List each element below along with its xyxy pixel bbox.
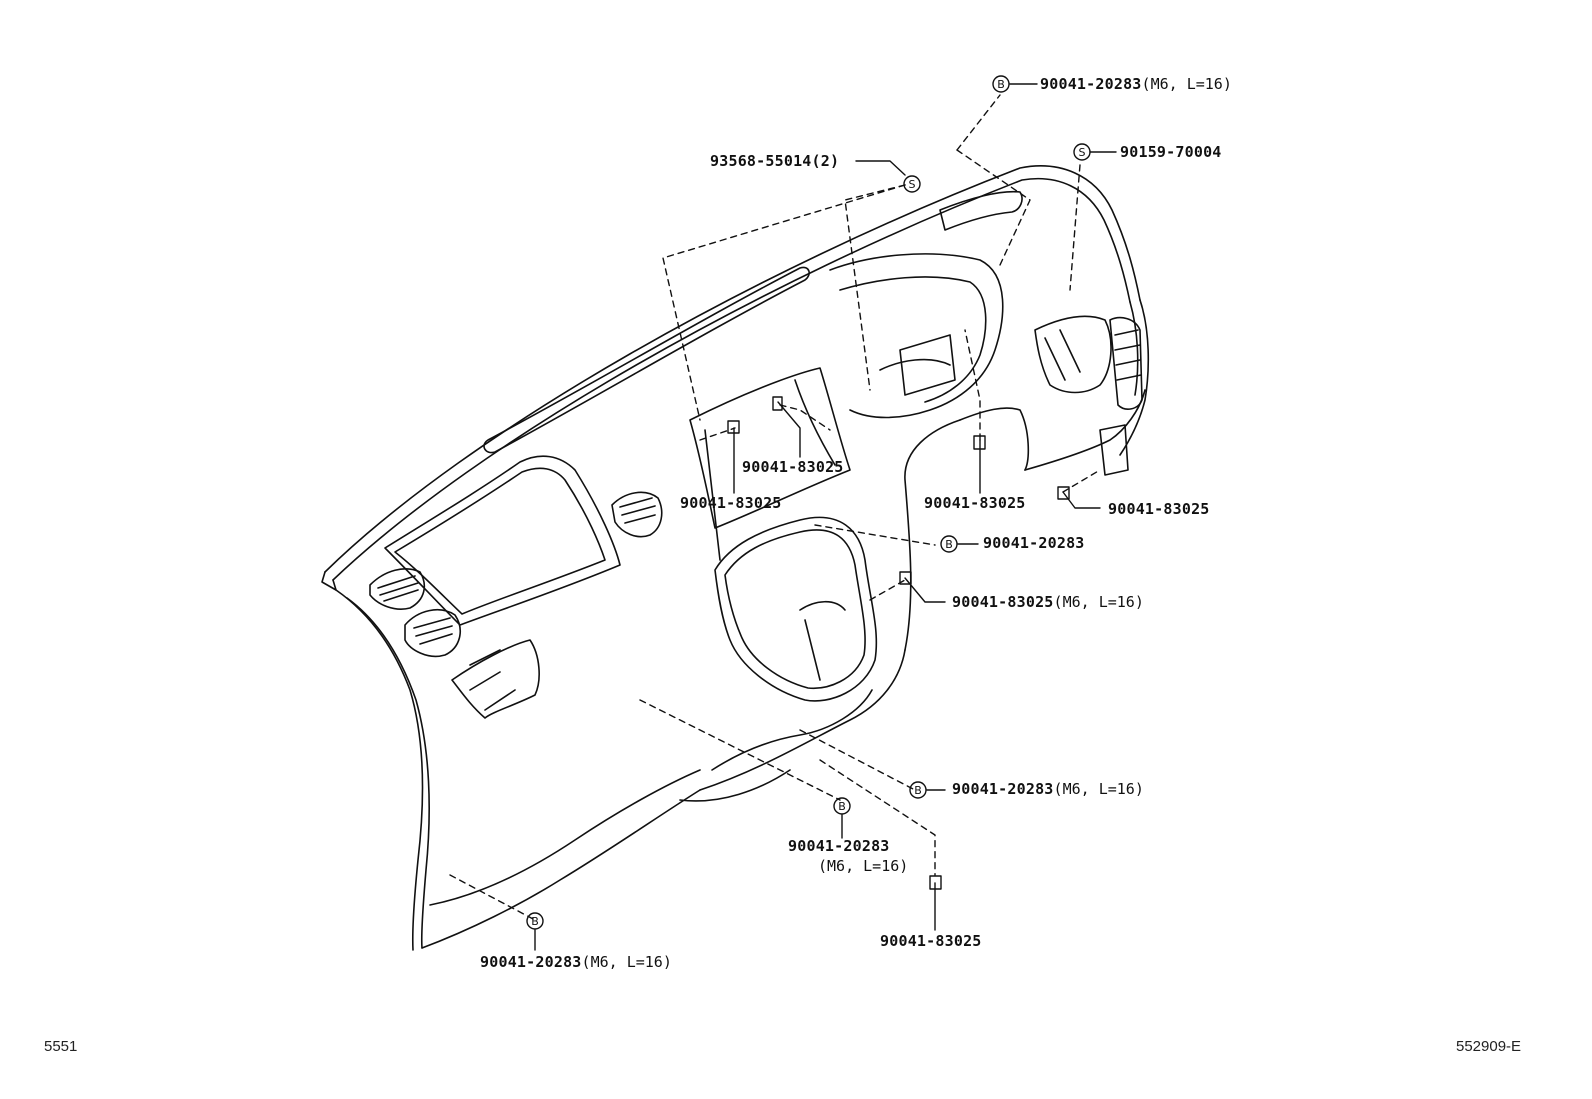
bolt-symbol-icon bbox=[833, 797, 851, 815]
callout-part-label: 90041-83025(M6, L=16) bbox=[952, 593, 1144, 611]
part-number: 90041-83025 bbox=[680, 494, 782, 512]
clip-nut-icon bbox=[899, 571, 912, 585]
clip-nut-icon bbox=[1057, 486, 1070, 500]
instrument-panel-outline bbox=[321, 165, 1150, 951]
part-number: 90041-20283 bbox=[1040, 75, 1142, 93]
symbol-markers bbox=[526, 75, 1091, 930]
part-spec: (M6, L=16) bbox=[818, 857, 909, 875]
bolt-symbol-icon bbox=[992, 75, 1010, 93]
bolt-symbol-letter: B bbox=[531, 915, 539, 928]
part-number: 93568-55014 bbox=[710, 152, 812, 170]
part-number: 90041-83025 bbox=[1108, 500, 1210, 518]
part-number: 90041-83025 bbox=[880, 932, 982, 950]
part-number: 90041-20283 bbox=[952, 780, 1054, 798]
clip-nut-icon bbox=[929, 875, 942, 890]
figure-number-right: 552909-E bbox=[1456, 1038, 1522, 1055]
bolt-symbol-icon bbox=[526, 912, 544, 930]
bolt-symbol-letter: B bbox=[997, 78, 1005, 91]
callout-part-label: 90041-83025 bbox=[880, 932, 982, 950]
part-number: 90041-20283 bbox=[788, 837, 890, 855]
callout-part-label: 90041-83025 bbox=[680, 494, 782, 512]
part-spec: (M6, L=16) bbox=[1053, 593, 1144, 611]
leader-lines-dashed bbox=[449, 94, 1101, 921]
screw-symbol-letter: S bbox=[909, 178, 916, 191]
part-number: 90041-83025 bbox=[924, 494, 1026, 512]
callout-part-label: 90041-20283 bbox=[983, 534, 1085, 552]
center-stack-frame bbox=[689, 367, 851, 561]
figure-number-left: 5551 bbox=[44, 1038, 78, 1055]
bolt-symbol-icon bbox=[909, 781, 927, 799]
part-number: 90041-83025 bbox=[952, 593, 1054, 611]
right-vent bbox=[1099, 316, 1143, 476]
defroster-grille bbox=[483, 190, 1023, 454]
clip-nut-icon bbox=[727, 420, 740, 434]
clip-nuts bbox=[727, 396, 1070, 890]
bolt-symbol-letter: B bbox=[914, 784, 922, 797]
lower-tray bbox=[451, 639, 540, 719]
callout-part-label: 93568-55014(2) bbox=[710, 152, 839, 170]
part-number: 90159-70004 bbox=[1120, 143, 1222, 161]
right-pocket bbox=[1034, 315, 1112, 394]
left-vent bbox=[369, 568, 461, 658]
screw-symbol-letter: S bbox=[1079, 146, 1086, 159]
part-number: 90041-20283 bbox=[983, 534, 1085, 552]
callout-part-label: 90041-83025 bbox=[924, 494, 1026, 512]
callout-part-label: 90041-83025 bbox=[1108, 500, 1210, 518]
part-spec: (M6, L=16) bbox=[1053, 780, 1144, 798]
screw-symbol-icon bbox=[1073, 143, 1091, 161]
clip-nut-icon bbox=[973, 435, 986, 450]
part-spec: (M6, L=16) bbox=[581, 953, 672, 971]
bolt-symbol-icon bbox=[940, 535, 958, 553]
bolt-symbol-letter: B bbox=[945, 538, 953, 551]
callout-part-label: 90041-20283(M6, L=16) bbox=[480, 953, 672, 971]
callout-part-label: 90041-20283 bbox=[788, 837, 890, 855]
part-spec: (M6, L=16) bbox=[1141, 75, 1232, 93]
screw-symbol-icon bbox=[903, 175, 921, 193]
clip-nut-icon bbox=[772, 396, 783, 411]
callout-part-label: 90041-83025 bbox=[742, 458, 844, 476]
part-quantity: (2) bbox=[811, 152, 840, 170]
part-number: 90041-83025 bbox=[742, 458, 844, 476]
callout-part-label: 90159-70004 bbox=[1120, 143, 1222, 161]
callout-part-label: 90041-20283(M6, L=16) bbox=[1040, 75, 1232, 93]
part-number: 90041-20283 bbox=[480, 953, 582, 971]
upper-display-opening bbox=[384, 455, 663, 626]
leader-lines-solid bbox=[534, 83, 1117, 951]
callout-part-label: 90041-20283(M6, L=16) bbox=[952, 780, 1144, 798]
bolt-symbol-letter: B bbox=[838, 800, 846, 813]
gauge-hood bbox=[829, 253, 1004, 419]
center-lower-opening bbox=[714, 516, 878, 702]
